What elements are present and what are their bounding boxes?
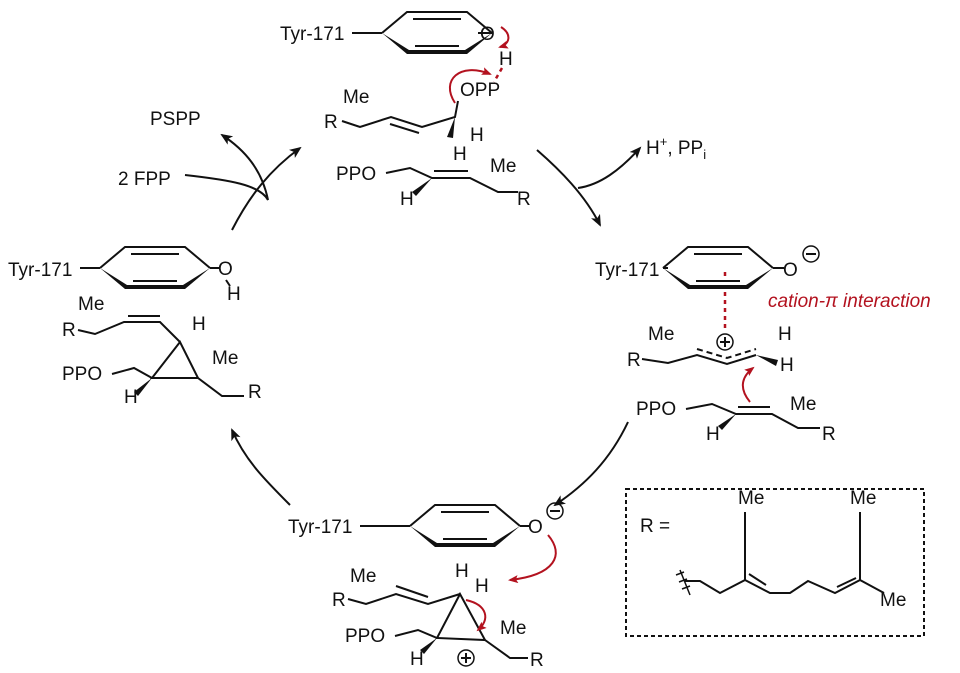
r-label: R [62,320,76,341]
cation-pi-interaction-label: cation-π interaction [768,291,931,312]
tyr-label: Tyr-171 [8,260,72,281]
electron-push-arrow [508,534,557,584]
methyl-label: Me [850,488,876,509]
methyl-label: Me [738,488,764,509]
hydrogen-label: H [475,576,489,597]
hydrogen-label: H [410,649,424,670]
methyl-label: Me [78,294,104,315]
bottom-intermediate: Tyr-171 O Me R H H Me PPO H R [288,502,564,671]
r-label: R [627,350,641,371]
side-arrow-pspp [184,133,269,201]
oxygen-label: O [528,517,543,538]
r-label: R [324,112,338,133]
electron-push-arrow [449,67,492,104]
negative-charge-icon [802,245,820,263]
cycle-arrows [184,133,642,507]
cycle-arrow [553,421,629,507]
fpp-label: 2 FPP [118,169,171,190]
r-label: R [332,590,346,611]
methyl-label: Me [343,87,369,108]
hydrogen-label: H [499,49,513,70]
byproducts-label: H+, PPi [646,134,706,162]
positive-charge-icon [457,649,475,667]
phenol-ring [662,246,774,290]
phenol-ring [409,504,521,548]
pspp-label: PSPP [150,109,201,130]
methyl-label: Me [500,618,526,639]
cycle-arrow [536,149,601,227]
tyr-label: Tyr-171 [280,24,344,45]
ppo-label: PPO [336,164,376,185]
methyl-label: Me [648,324,674,345]
r-definition-box: R = Me Me Me [625,488,925,637]
hydrogen-label: H [453,144,467,165]
hydrogen-label: H [455,561,469,582]
r-label: R [530,650,544,671]
methyl-label: Me [490,156,516,177]
methyl-label: Me [350,566,376,587]
electron-push-arrow [465,599,487,632]
methyl-label: Me [790,394,816,415]
hydrogen-label: H [192,314,206,335]
r-label: R [822,424,836,445]
r-equals-label: R = [640,516,670,537]
h-bond-dash [492,67,504,83]
cycle-arrow [231,146,302,231]
right-intermediate: Tyr-171 O cation-π interaction Me R H H … [595,245,931,445]
electron-push-arrow [741,366,755,403]
oxygen-label: O [480,24,495,45]
left-intermediate: Tyr-171 O H Me R H Me PPO H R [8,246,262,408]
opp-label: OPP [460,80,500,101]
r-label: R [517,189,531,210]
attachment-point-icon [675,569,691,596]
phenol-ring [99,246,211,290]
positive-charge-icon [716,333,734,351]
r-label: R [248,382,262,403]
methyl-label: Me [212,348,238,369]
hydrogen-label: H [227,284,241,305]
oxygen-label: O [783,260,798,281]
hydrogen-label: H [124,387,138,408]
phenol-ring [381,11,493,55]
tyr-label: Tyr-171 [595,260,659,281]
ppo-label: PPO [62,364,102,385]
electron-push-arrow [498,26,510,49]
oxygen-label: O [218,259,233,280]
side-arrow-products [577,146,642,189]
hydrogen-label: H [400,189,414,210]
ppo-label: PPO [636,399,676,420]
methyl-label: Me [880,590,906,611]
hydrogen-label: H [780,355,794,376]
hydrogen-label: H [778,324,792,345]
ppo-label: PPO [345,626,385,647]
tyr-label: Tyr-171 [288,517,352,538]
hydrogen-label: H [706,424,720,445]
hydrogen-label: H [470,125,484,146]
cycle-arrow [231,428,291,506]
top-intermediate: Tyr-171 O H OPP Me R H H PPO Me H R [280,11,531,210]
